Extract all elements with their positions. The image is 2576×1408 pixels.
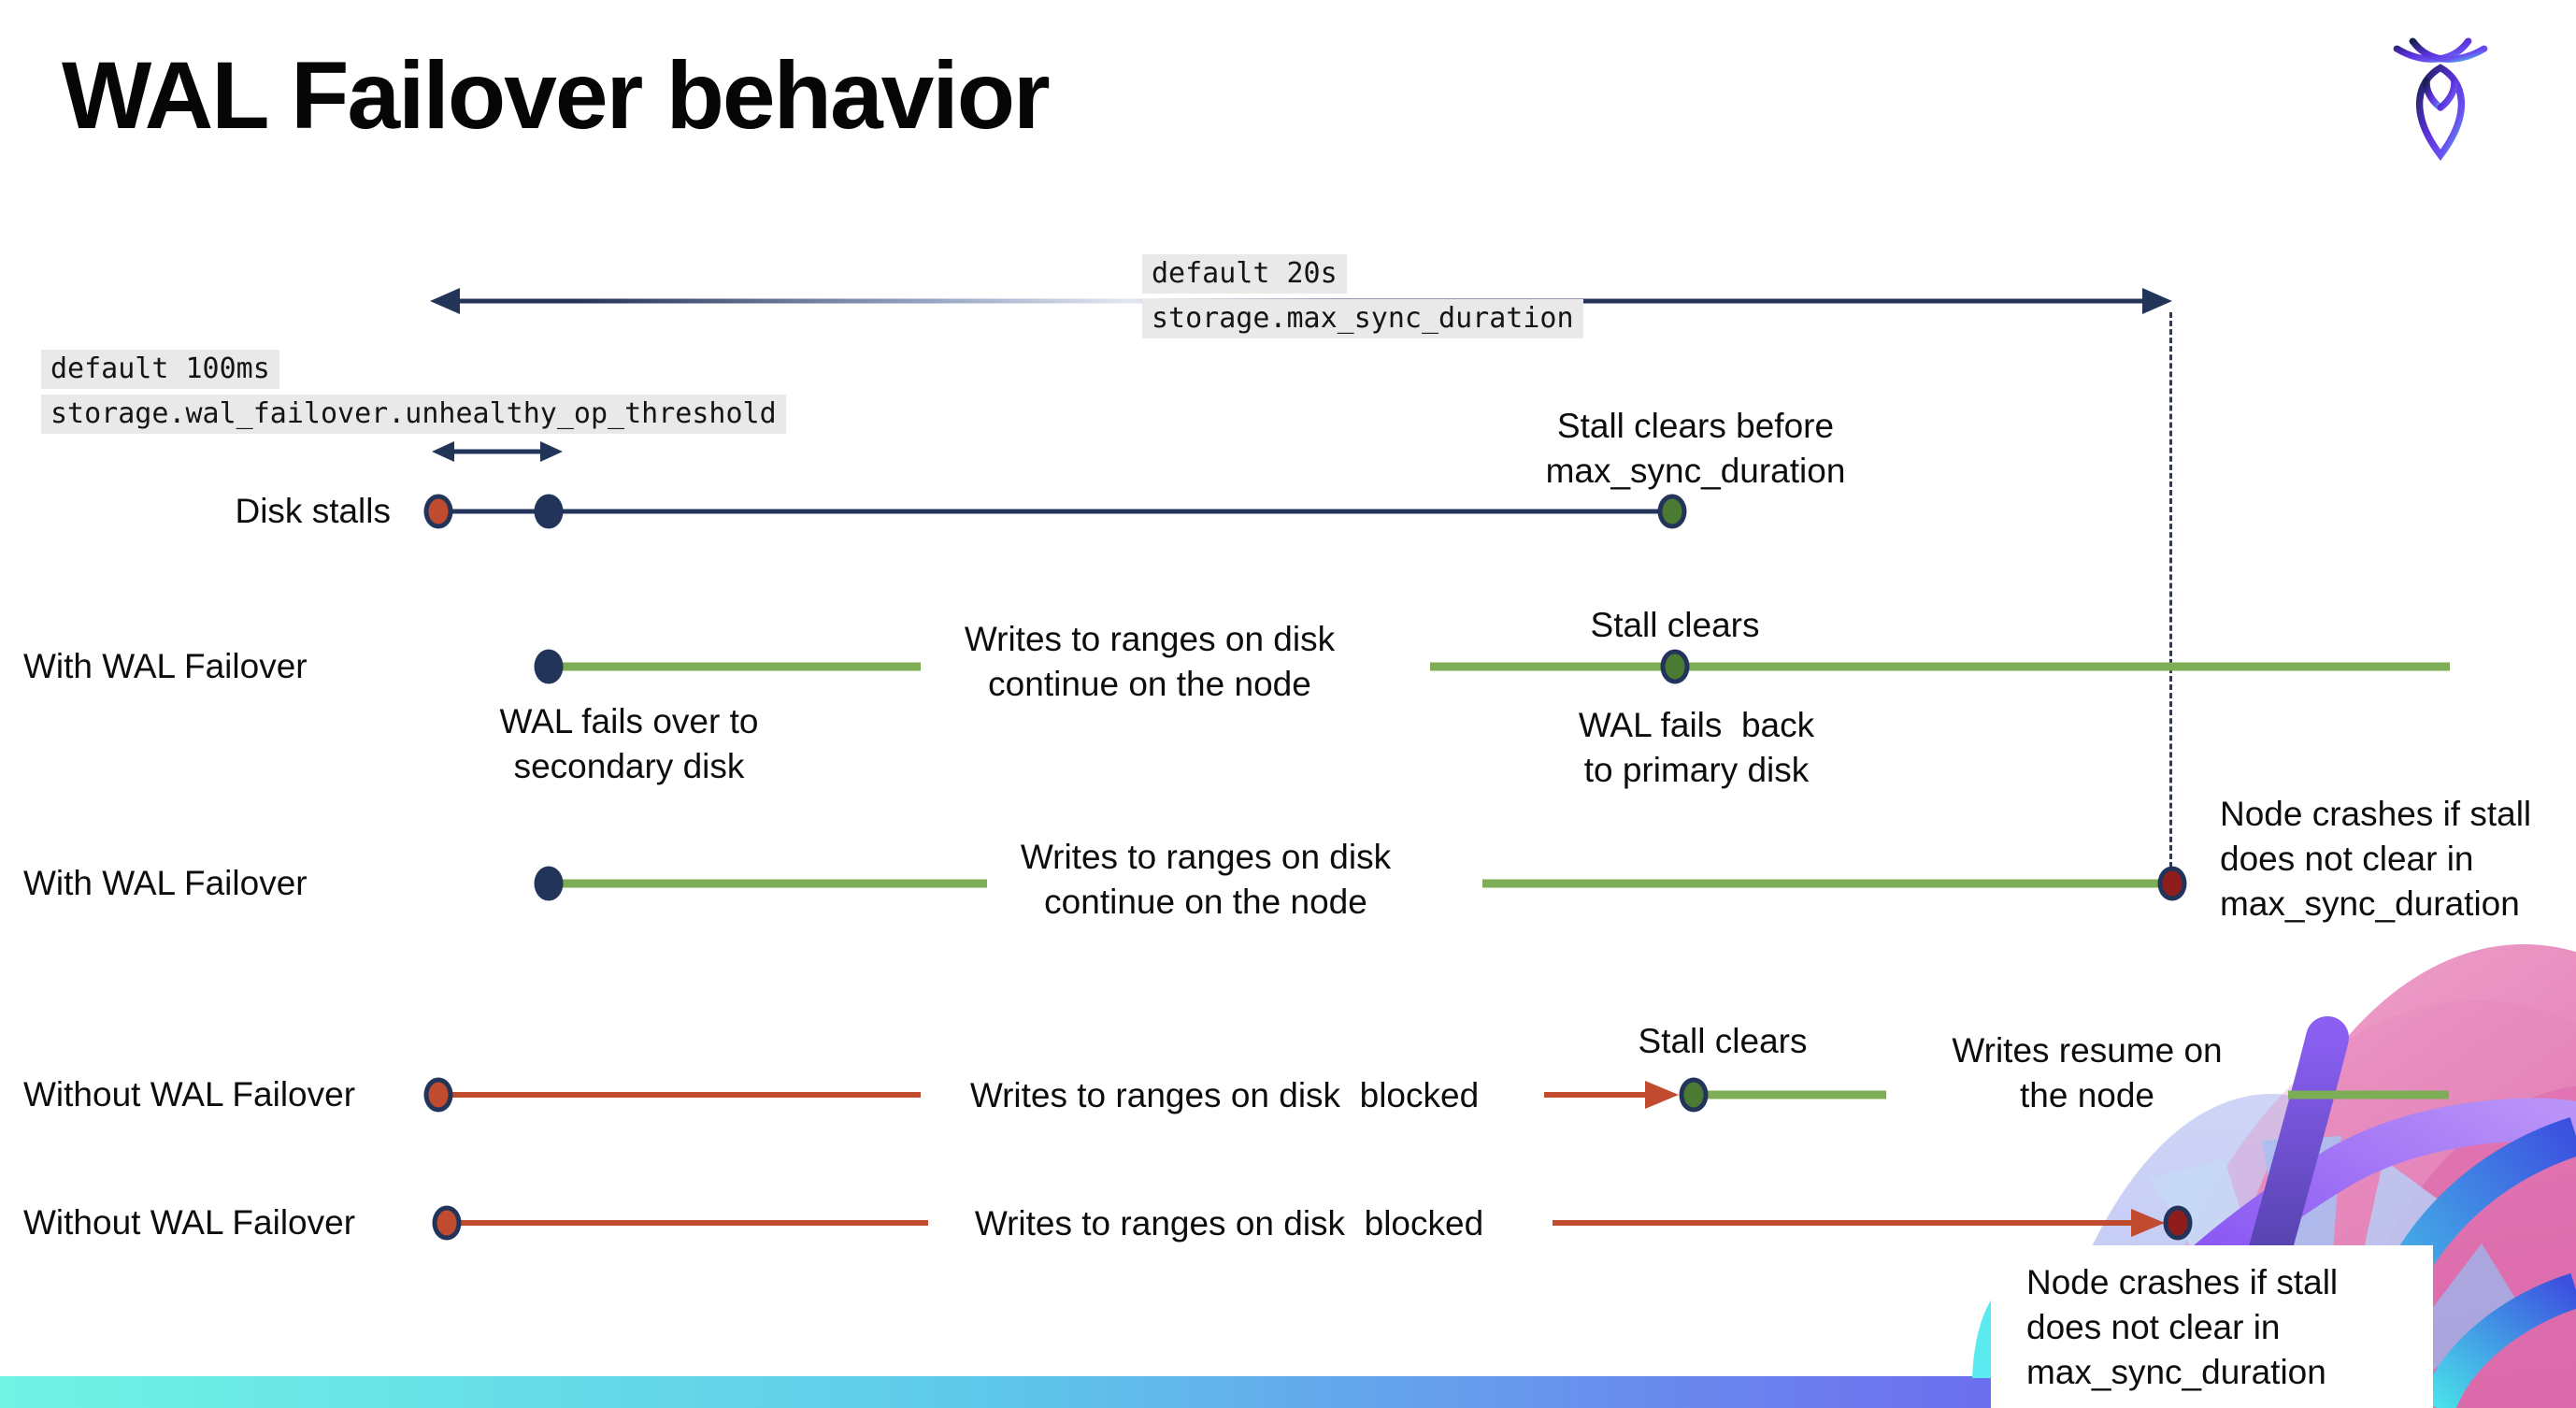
node-crash-dot <box>2157 866 2187 901</box>
row-label-with-wal-failover-2: With WAL Failover <box>23 864 308 902</box>
page-title: WAL Failover behavior <box>62 42 1051 149</box>
node-crash-callout: Node crashes if stall does not clear in … <box>1991 1245 2433 1408</box>
annotation-writes-continue: Writes to ranges on disk continue on the… <box>1020 838 1392 921</box>
max-sync-setting-chip: storage.max_sync_duration <box>1142 299 1583 338</box>
arrowhead-right-icon <box>540 441 563 462</box>
writes-continue-line <box>549 662 921 671</box>
stall-start-dot <box>423 1077 453 1113</box>
disk-stall-timeline <box>438 509 1672 514</box>
threshold-dot <box>534 494 564 529</box>
writes-continue-line <box>549 879 987 888</box>
cockroachdb-logo-icon <box>2393 37 2488 161</box>
annotation-node-crashes: Node crashes if stall does not clear in … <box>2026 1263 2339 1391</box>
arrowhead-left-icon <box>430 288 460 314</box>
row-label-without-wal-failover-1: Without WAL Failover <box>23 1075 356 1113</box>
stall-clear-dot <box>1657 494 1687 529</box>
annotation-writes-resume: Writes resume on the node <box>1952 1031 2223 1114</box>
annotation-stall-clears: Stall clears <box>1590 606 1760 644</box>
unhealthy-op-span-arrow <box>452 449 542 454</box>
annotation-node-crashes: Node crashes if stall does not clear in … <box>2220 795 2532 923</box>
row-label-with-wal-failover-1: With WAL Failover <box>23 647 308 685</box>
stall-clear-dot <box>1660 649 1690 684</box>
failover-dot <box>534 649 564 684</box>
stall-start-dot <box>423 494 453 529</box>
writes-blocked-line <box>1553 1220 2133 1226</box>
stall-start-dot <box>432 1205 462 1241</box>
stall-clear-dot <box>1679 1077 1709 1113</box>
failover-dot <box>534 866 564 901</box>
annotation-writes-continue: Writes to ranges on disk continue on the… <box>964 620 1336 703</box>
annotation-wal-fails-back: WAL fails back to primary disk <box>1578 706 1815 789</box>
max-sync-default-chip: default 20s <box>1142 254 1347 294</box>
unhealthy-op-setting-chip: storage.wal_failover.unhealthy_op_thresh… <box>41 395 786 434</box>
annotation-stall-clears: Stall clears <box>1638 1022 1808 1060</box>
writes-blocked-line <box>438 1092 921 1098</box>
row-label-without-wal-failover-2: Without WAL Failover <box>23 1203 356 1242</box>
writes-resume-line <box>2288 1090 2449 1099</box>
node-crash-dot <box>2163 1205 2193 1241</box>
max-sync-dashed-line <box>2169 312 2172 868</box>
annotation-stall-clears-before: Stall clears before max_sync_duration <box>1545 407 1846 490</box>
red-arrowhead-icon <box>1645 1081 1679 1109</box>
writes-continue-line <box>1482 879 2158 888</box>
writes-blocked-line <box>1544 1092 1647 1098</box>
arrowhead-right-icon <box>2142 288 2172 314</box>
annotation-writes-blocked: Writes to ranges on disk blocked <box>969 1076 1480 1114</box>
annotation-writes-blocked: Writes to ranges on disk blocked <box>974 1204 1484 1243</box>
writes-continue-line <box>1430 662 2450 671</box>
unhealthy-op-default-chip: default 100ms <box>41 350 279 389</box>
arrowhead-left-icon <box>432 441 454 462</box>
red-arrowhead-icon <box>2131 1209 2165 1237</box>
writes-blocked-line <box>447 1220 928 1226</box>
row-label-disk-stalls: Disk stalls <box>235 492 391 530</box>
annotation-wal-fails-over: WAL fails over to secondary disk <box>499 702 759 785</box>
writes-resume-line <box>1708 1090 1886 1099</box>
